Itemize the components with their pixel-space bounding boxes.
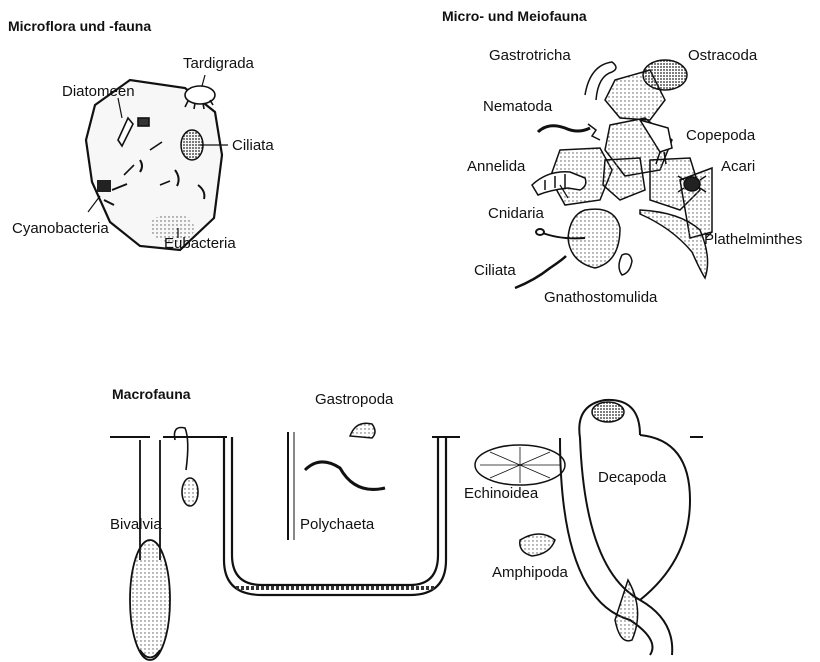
label-diatomeen: Diatomeen — [62, 84, 135, 99]
label-annelida: Annelida — [467, 159, 525, 174]
label-plathelminthes: Plathelminthes — [704, 232, 802, 247]
label-echinoidea: Echinoidea — [464, 486, 538, 501]
bivalvia-burrow — [130, 440, 170, 660]
label-eubacteria: Eubacteria — [164, 236, 236, 251]
ciliata-organism-meio — [515, 256, 566, 288]
label-bivalvia: Bivalvia — [110, 517, 162, 532]
label-gastrotricha: Gastrotricha — [489, 48, 571, 63]
gnathostomulida-organism — [619, 254, 632, 275]
nematoda-organism — [538, 124, 600, 140]
label-cyanobacteria: Cyanobacteria — [12, 221, 109, 236]
label-nematoda: Nematoda — [483, 99, 552, 114]
label-copepoda: Copepoda — [686, 128, 755, 143]
label-ciliata-micro: Ciliata — [232, 138, 274, 153]
label-amphipoda: Amphipoda — [492, 565, 568, 580]
label-decapoda: Decapoda — [598, 470, 666, 485]
polychaeta-burrow — [224, 432, 446, 595]
amphipoda-organism — [520, 534, 555, 556]
label-cnidaria: Cnidaria — [488, 206, 544, 221]
gastropoda-organism — [350, 423, 375, 438]
echinoidea-organism — [475, 445, 565, 485]
heading-macrofauna: Macrofauna — [112, 386, 191, 402]
label-gastropoda: Gastropoda — [315, 392, 393, 407]
label-acari: Acari — [721, 159, 755, 174]
decapoda-organism — [592, 402, 638, 641]
polychaeta-organism — [305, 462, 385, 489]
label-ciliata-meio: Ciliata — [474, 263, 516, 278]
ostracoda-organism — [643, 60, 687, 90]
label-ostracoda: Ostracoda — [688, 48, 757, 63]
heading-meiofauna: Micro- und Meiofauna — [442, 8, 587, 24]
label-gnathostomulida: Gnathostomulida — [544, 290, 657, 305]
ciliata-organism-micro — [181, 130, 203, 160]
label-polychaeta: Polychaeta — [300, 517, 374, 532]
gastropoda-in-sediment — [174, 428, 198, 507]
label-tardigrada: Tardigrada — [183, 56, 254, 71]
heading-microflora: Microflora und -fauna — [8, 18, 151, 34]
